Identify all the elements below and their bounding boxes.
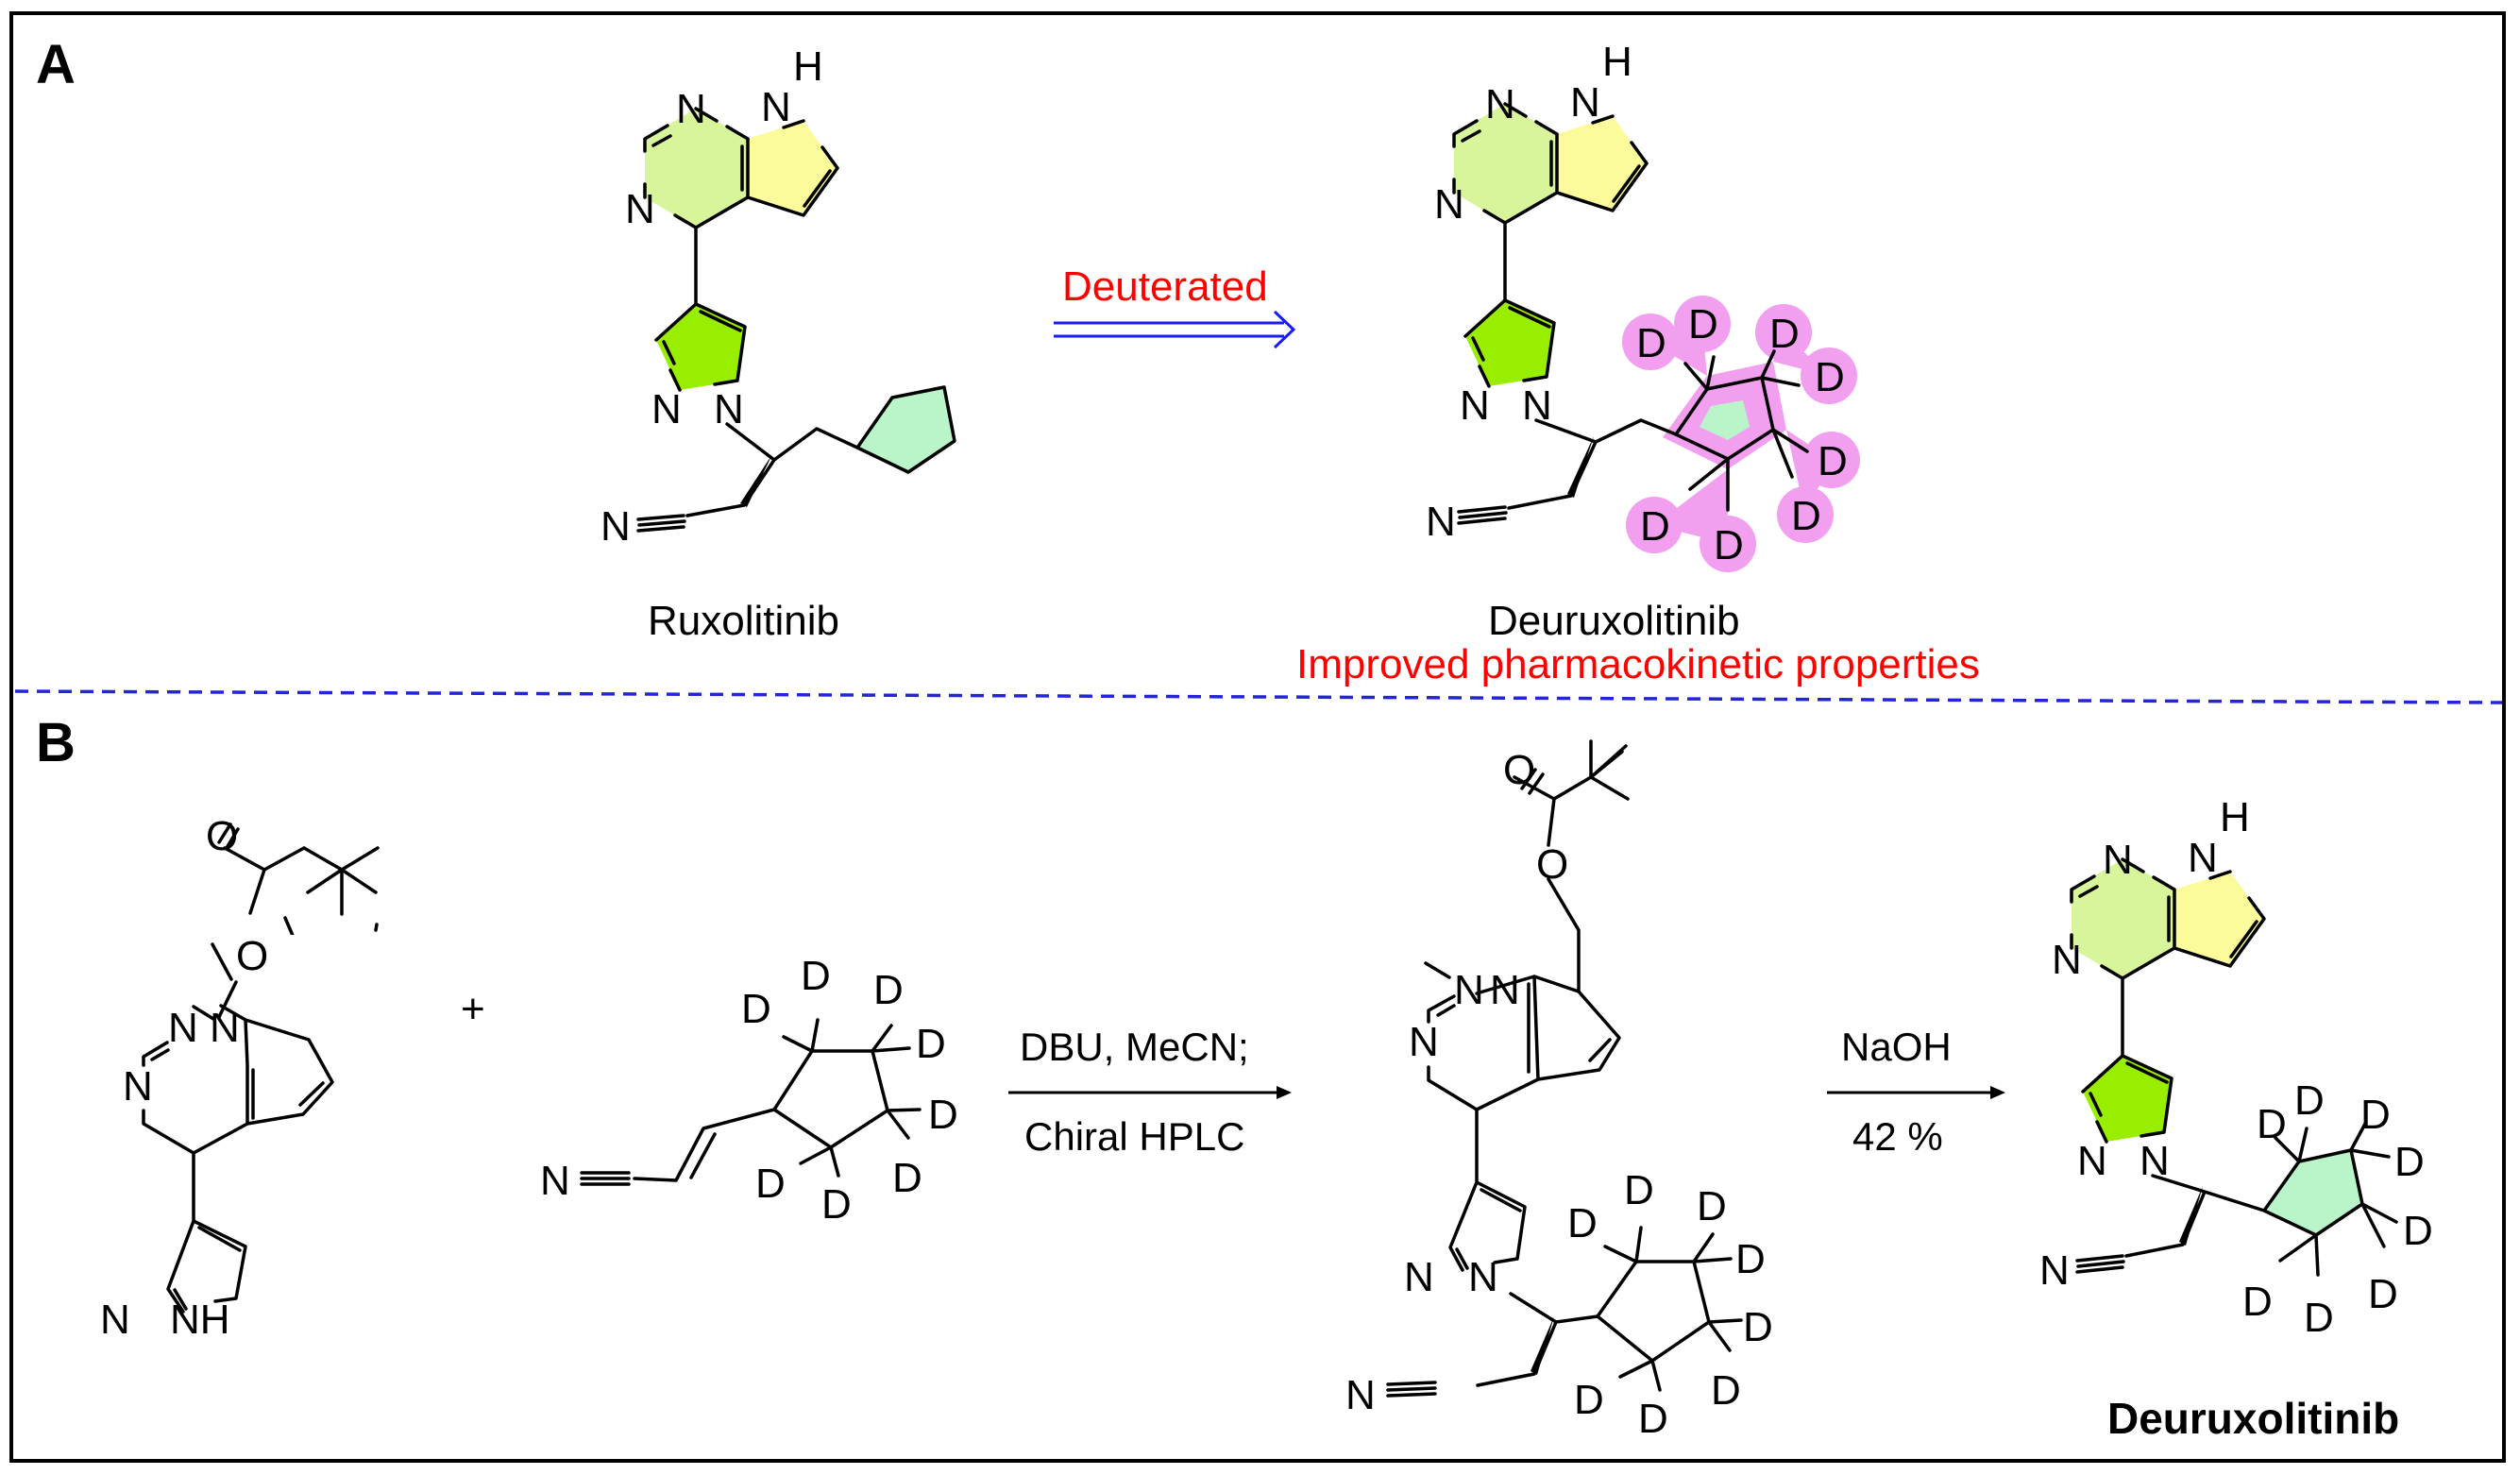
d-label-a8: D xyxy=(1640,503,1670,550)
atom-pyrazole-n2: N xyxy=(651,386,682,432)
ruxolitinib-structure: N N N H N N N xyxy=(600,43,956,550)
d-label-c1: D xyxy=(1567,1200,1598,1246)
d-label-a4: D xyxy=(1815,354,1845,400)
atom-h-b: H xyxy=(1602,39,1632,85)
plus-sign: + xyxy=(461,986,485,1032)
d-label-p3: D xyxy=(2360,1092,2391,1138)
atom-h-p: H xyxy=(2220,794,2250,840)
d-label-c6: D xyxy=(1711,1367,1741,1414)
atom-n1-sm: N xyxy=(168,1005,198,1051)
step1-conditions-bottom: Chiral HPLC xyxy=(1024,1114,1244,1159)
deuteration-arrow xyxy=(1054,310,1296,349)
panel-a-label: A xyxy=(36,34,76,95)
d-label-c7: D xyxy=(1638,1396,1668,1442)
atom-pyrazole-n-sm: N xyxy=(100,1297,130,1343)
atom-n3-sm: N xyxy=(123,1063,153,1110)
d-label-a1: D xyxy=(1636,320,1666,366)
atom-nh: N xyxy=(761,84,791,130)
atom-pyrazole-n2-b: N xyxy=(1460,382,1490,429)
d-label-b4: D xyxy=(916,1021,946,1067)
atom-pyrazole-n2-int: N xyxy=(1404,1254,1434,1300)
d-label-a6: D xyxy=(1791,493,1821,539)
d-label-p8: D xyxy=(2242,1279,2273,1325)
d-label-p6: D xyxy=(2368,1271,2398,1317)
atom-nitrile-n-b: N xyxy=(1426,499,1456,545)
atom-n3-b: N xyxy=(1434,181,1464,228)
atom-o-carbonyl-sm: O xyxy=(206,813,238,859)
atom-n1-b: N xyxy=(1485,81,1515,127)
atom-n3-p: N xyxy=(2052,937,2082,983)
ruxolitinib-name: Ruxolitinib xyxy=(648,598,839,644)
atom-o-ester-int: O xyxy=(1536,841,1568,888)
d-label-a5: D xyxy=(1818,438,1848,484)
d-label-c5: D xyxy=(1743,1304,1773,1350)
d-label-b1: D xyxy=(741,986,771,1032)
d-label-b7: D xyxy=(821,1181,852,1228)
d-label-p7: D xyxy=(2304,1295,2334,1341)
step1-conditions-top: DBU, MeCN; xyxy=(1020,1025,1249,1069)
d-label-c3: D xyxy=(1697,1183,1727,1229)
d-label-a2: D xyxy=(1688,301,1718,348)
d-label-p1: D xyxy=(2257,1101,2287,1147)
atom-n3: N xyxy=(625,186,655,232)
atom-o-ester-sm: O xyxy=(236,933,268,979)
deuruxolitinib-product: N N N H N N N D D D D D D D D xyxy=(2039,794,2433,1341)
outer-frame xyxy=(9,11,2506,1463)
atom-h: H xyxy=(793,43,823,90)
d-label-c4: D xyxy=(1735,1236,1766,1282)
d-label-c2: D xyxy=(1624,1167,1654,1213)
cyclopentane-ring xyxy=(857,387,955,472)
atom-n7-sm: N xyxy=(210,1005,240,1051)
improved-pk-note: Improved pharmacokinetic properties xyxy=(1296,641,1980,687)
atom-pyrazole-n1-b: N xyxy=(1522,382,1552,429)
step2-conditions-top: NaOH xyxy=(1841,1025,1952,1069)
d-label-a3: D xyxy=(1769,311,1800,357)
atom-nh-p: N xyxy=(2188,835,2218,881)
sm-heterocycles xyxy=(57,935,340,1388)
d-label-b5: D xyxy=(928,1092,958,1138)
atom-pyrazole-n2-p: N xyxy=(2077,1138,2107,1184)
atom-nh-b: N xyxy=(1570,79,1600,126)
d-label-p2: D xyxy=(2294,1077,2325,1124)
atom-pyrazole-n1-int: N xyxy=(1468,1254,1498,1300)
step2-conditions-bottom: 42 % xyxy=(1852,1114,1943,1159)
panel-divider xyxy=(14,689,2503,704)
atom-n7-int: N xyxy=(1490,967,1520,1013)
pyrimidine-ring xyxy=(645,109,748,228)
d-label-a7: D xyxy=(1714,522,1744,568)
atom-nitrile-n-acryl: N xyxy=(540,1158,570,1204)
d-label-c8: D xyxy=(1574,1377,1604,1423)
panel-b-label: B xyxy=(36,712,76,773)
d-label-b8: D xyxy=(755,1161,786,1207)
atom-pyrazole-nh-sm: NH xyxy=(170,1297,230,1343)
atom-nitrile-n: N xyxy=(600,503,631,550)
step1-arrow xyxy=(1008,1086,1292,1099)
d-label-b6: D xyxy=(892,1155,922,1201)
atom-nitrile-n-p: N xyxy=(2039,1247,2070,1294)
d-label-b3: D xyxy=(873,967,904,1013)
deuruxolitinib-name-a: Deuruxolitinib xyxy=(1488,598,1740,644)
atom-n1: N xyxy=(676,86,706,132)
atom-pyrazole-n1: N xyxy=(714,386,744,432)
protected-intermediate xyxy=(1386,739,1743,1398)
deuruxolitinib-product-name: Deuruxolitinib xyxy=(2107,1394,2399,1443)
pyrazole-ring xyxy=(656,304,745,390)
atom-nitrile-n-int: N xyxy=(1345,1372,1376,1418)
step2-arrow xyxy=(1827,1086,2005,1099)
deuterated-label: Deuterated xyxy=(1062,263,1268,310)
deuterated-acrylonitrile xyxy=(580,1018,922,1186)
d-label-p4: D xyxy=(2394,1139,2425,1185)
atom-o-carbonyl-int: O xyxy=(1503,747,1535,793)
atom-pyrazole-n1-p: N xyxy=(2139,1138,2170,1184)
d-label-p5: D xyxy=(2403,1208,2433,1254)
atom-n1-p: N xyxy=(2103,837,2133,883)
deuruxolitinib-structure-a: N N N H N N N D D D D D D D D xyxy=(1426,39,1860,572)
atom-n3-int: N xyxy=(1409,1019,1439,1065)
atom-n1-int: N xyxy=(1454,967,1484,1013)
d-label-b2: D xyxy=(801,953,831,999)
